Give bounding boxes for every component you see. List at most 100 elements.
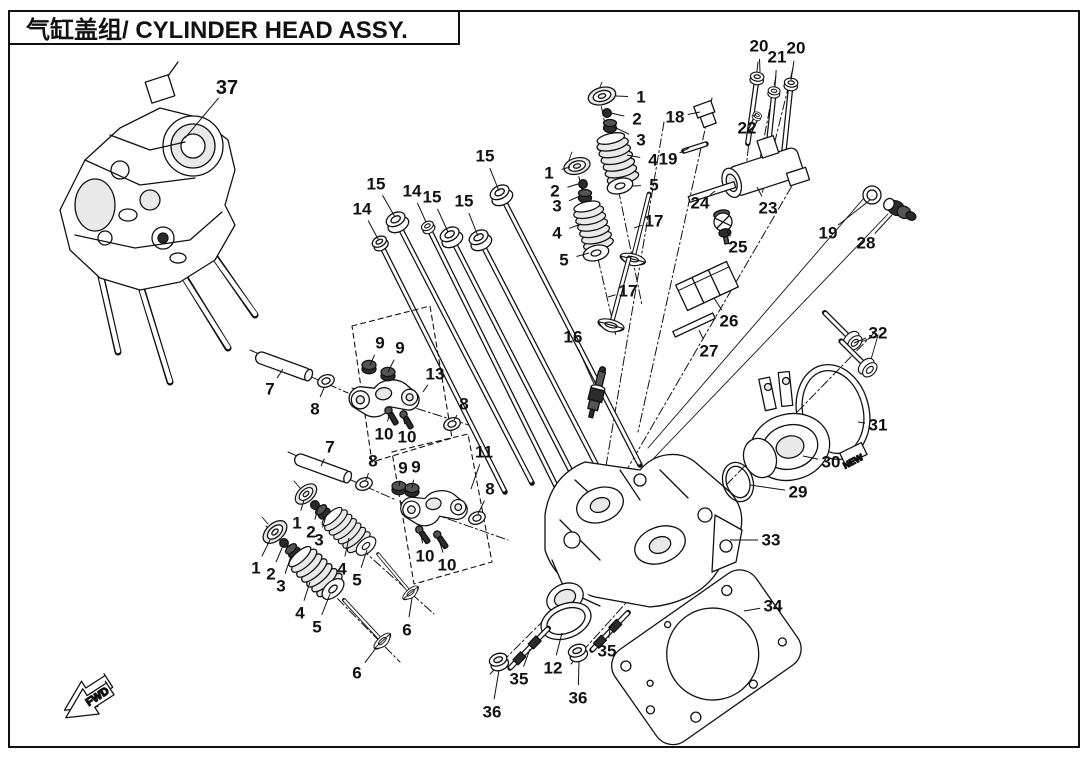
callout-10: 10: [416, 547, 435, 566]
callout-10: 10: [375, 425, 394, 444]
leader-line-9: [387, 359, 395, 373]
callout-26: 26: [720, 312, 739, 331]
leader-line-6: [364, 647, 377, 663]
leader-line-3: [613, 126, 630, 135]
callout-15: 15: [455, 192, 474, 211]
leader-line-8: [477, 500, 485, 515]
leader-line-2: [610, 112, 625, 117]
leader-line-36: [493, 669, 500, 700]
leader-line-22: [753, 112, 757, 118]
leader-line-13: [422, 384, 429, 393]
callout-6: 6: [402, 621, 411, 640]
leader-line-35: [608, 628, 611, 639]
leader-line-25: [726, 230, 732, 237]
leader-line-12: [555, 632, 563, 656]
leader-line-10: [386, 415, 390, 422]
part-18-plug: [693, 99, 717, 129]
callout-10: 10: [398, 428, 417, 447]
leader-line-32: [853, 337, 867, 344]
callout-25: 25: [729, 238, 748, 257]
callout-9: 9: [375, 334, 384, 353]
leader-line-24: [709, 190, 716, 196]
valve-chain-top-right: [585, 81, 641, 198]
part-37-cylinder-head-assembly-drawing: [59, 61, 259, 386]
callout-20: 20: [750, 37, 769, 56]
part-14-15-cylinder-head-bolts: [369, 180, 643, 500]
callout-3: 3: [276, 577, 285, 596]
callout-5: 5: [559, 251, 568, 270]
group-11-rocker-arm-assembly: [391, 433, 493, 585]
leader-line-16: [577, 348, 595, 385]
callout-11: 11: [475, 443, 493, 462]
part-29-o-ring: [721, 461, 755, 503]
leader-line-5: [576, 252, 590, 257]
callout-5: 5: [649, 176, 658, 195]
part-26-bracket: [675, 260, 739, 312]
leader-line-36: [577, 661, 580, 686]
callout-17: 17: [645, 212, 664, 231]
callout-1: 1: [544, 164, 553, 183]
leader-line-19: [837, 199, 871, 226]
callout-7: 7: [265, 380, 274, 399]
callout-21: 21: [768, 48, 787, 67]
leader-line-8: [453, 414, 458, 421]
leader-line-14: [367, 220, 379, 240]
callout-3: 3: [552, 197, 561, 216]
leader-line-37: [184, 97, 220, 139]
leader-line-2: [275, 547, 283, 563]
callout-24: 24: [691, 194, 710, 213]
leader-line-6: [408, 597, 413, 618]
leader-line-4: [626, 154, 641, 159]
callout-30: 30: [822, 453, 841, 472]
leader-line-9: [398, 480, 401, 487]
callout-8: 8: [368, 452, 377, 471]
part-12-seal-ring: [540, 601, 592, 641]
part-27-strip: [672, 312, 716, 338]
callout-15: 15: [423, 188, 442, 207]
leader-line-1: [561, 166, 571, 170]
callout-1: 1: [292, 514, 301, 533]
valve-chain-top-left: [561, 151, 616, 265]
group-13-rocker-arm-assembly: [346, 305, 463, 463]
leader-line-26: [713, 297, 723, 311]
part-25-thermostat: [713, 209, 733, 245]
callout-36: 36: [483, 703, 502, 722]
leader-line-3: [284, 555, 292, 574]
leader-line-31: [857, 421, 866, 424]
callout-8: 8: [310, 400, 319, 419]
part-32-flange-bolts: [821, 309, 881, 381]
callout-36: 36: [569, 689, 588, 708]
callout-2: 2: [306, 523, 315, 542]
part-24-gasket-strip: [687, 181, 737, 203]
callout-22: 22: [738, 119, 757, 138]
leader-line-11: [470, 464, 481, 490]
leader-line-15: [382, 195, 396, 218]
diagram-title: 气缸盖组/ CYLINDER HEAD ASSY.: [8, 10, 460, 45]
page-border: [8, 10, 1080, 748]
leader-line-8: [365, 473, 369, 481]
callout-14: 14: [403, 182, 422, 201]
part-7-rocker-shafts: [253, 349, 375, 494]
callout-19: 19: [659, 150, 678, 169]
leader-line-17: [633, 224, 642, 229]
callout-34: 34: [764, 597, 783, 616]
callout-32: 32: [869, 324, 888, 343]
fwd-direction-arrow: FWD: [63, 673, 115, 719]
leader-line-2: [314, 508, 319, 520]
callout-35: 35: [510, 670, 529, 689]
leader-line-21: [774, 69, 777, 88]
callout-16: 16: [564, 328, 583, 347]
leader-line-27: [698, 329, 704, 340]
callout-4: 4: [337, 560, 347, 579]
part-16-spark-plug: [587, 366, 607, 419]
leader-line-17: [607, 294, 616, 298]
callout-1: 1: [636, 88, 645, 107]
leader-line-23: [756, 186, 763, 197]
part-34-head-gasket: [611, 569, 802, 746]
callout-28: 28: [857, 234, 876, 253]
leader-line-19: [679, 147, 690, 154]
callout-12: 12: [544, 659, 563, 678]
